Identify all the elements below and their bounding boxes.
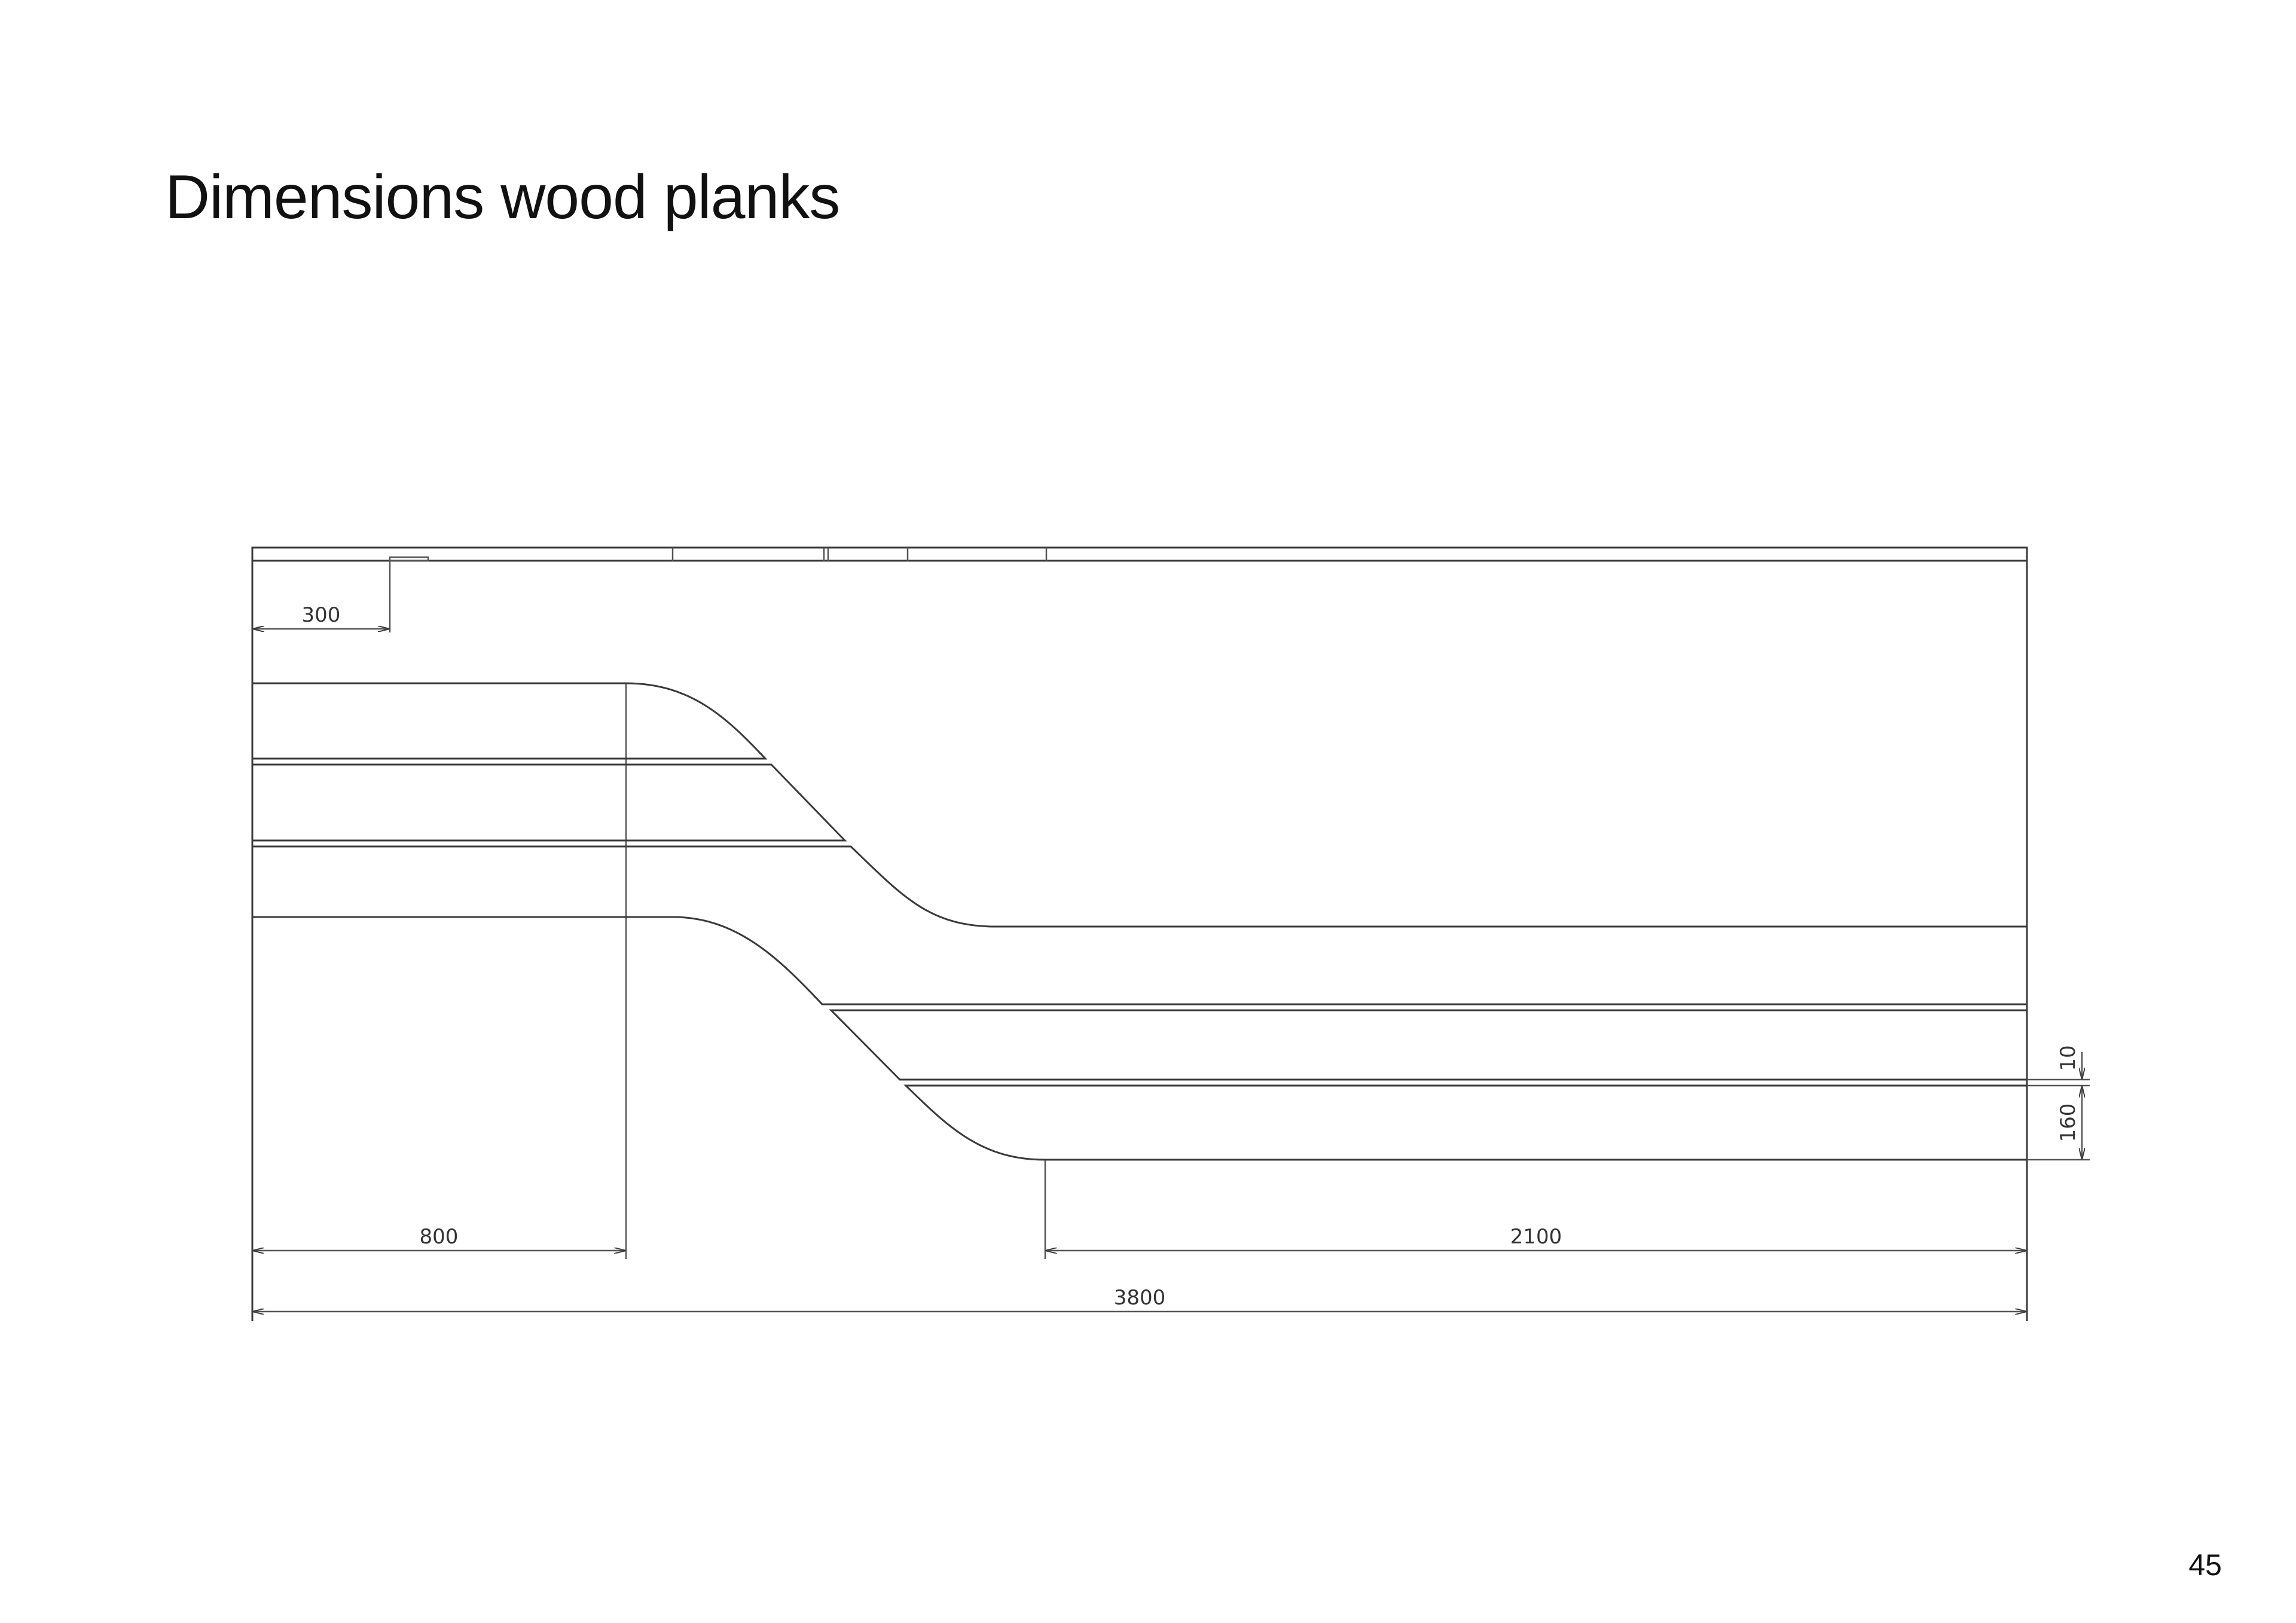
vertical-dimensions: 10 160 — [2027, 1045, 2090, 1161]
dimension-label-2100: 2100 — [1510, 1225, 1562, 1249]
dimension-label-300: 300 — [302, 603, 341, 627]
dimension-label-10: 10 — [2056, 1045, 2080, 1071]
dimension-2100: 2100 — [1045, 1225, 2027, 1251]
plank-2 — [252, 763, 847, 842]
dimension-label-800: 800 — [420, 1225, 459, 1249]
top-frame — [251, 546, 2028, 632]
plank-5 — [829, 1009, 2028, 1081]
wood-planks — [252, 682, 2028, 1161]
dimension-label-160: 160 — [2056, 1104, 2080, 1142]
dimension-3800: 3800 — [252, 1286, 2027, 1312]
dimension-300: 300 — [252, 603, 390, 629]
page-number: 45 — [2188, 1548, 2222, 1582]
plank-3 — [252, 845, 2027, 928]
plank-6 — [903, 1084, 2028, 1161]
plank-1 — [252, 682, 768, 760]
plank-4 — [252, 916, 2027, 1005]
page-title: Dimensions wood planks — [165, 163, 840, 232]
dimension-label-3800: 3800 — [1114, 1286, 1166, 1310]
dimension-800: 800 — [252, 1225, 626, 1251]
